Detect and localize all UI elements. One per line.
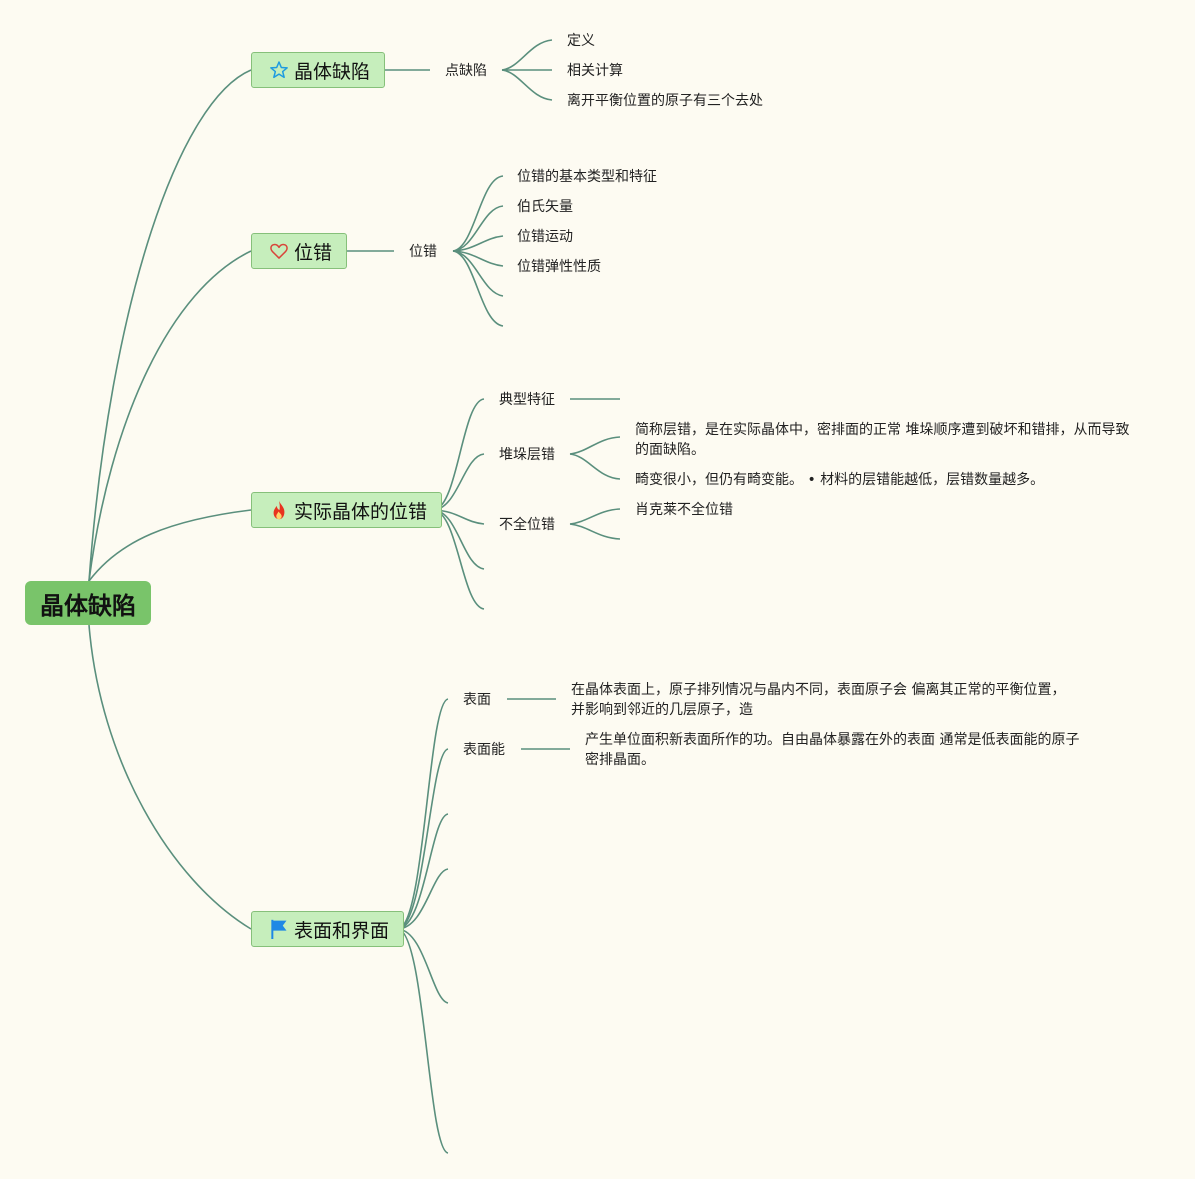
connector-sub2-empty-1 [452, 250, 504, 297]
subtopic-surface-energy[interactable]: 表面能 [463, 742, 505, 758]
connector-topic4-empty-3 [397, 928, 449, 1004]
connector-stacking-child-1 [569, 436, 621, 455]
subtopic-typical-features[interactable]: 典型特征 [499, 392, 555, 408]
connector-partial-child-1 [569, 508, 621, 525]
subtopic-partial-dislocation[interactable]: 不全位错 [499, 517, 555, 533]
leaf-stacking-fault-energy[interactable]: 畸变很小，但仍有畸变能。 • 材料的层错能越低，层错数量越多。 [635, 472, 1045, 488]
connector-stacking-child-2 [569, 453, 621, 480]
subtopic-surface[interactable]: 表面 [463, 692, 491, 708]
connector-sub1-child-1 [501, 39, 553, 71]
connector-topic4-empty-2 [397, 868, 449, 930]
connector-sub1-child-3 [501, 69, 553, 101]
topic-real-crystal-dislocation[interactable]: 实际晶体的位错 [251, 492, 443, 528]
flag-icon [268, 918, 290, 940]
connector-root-topic-3 [88, 509, 252, 582]
topic-surface-interface[interactable]: 表面和界面 [251, 911, 405, 947]
topic-crystal-defects[interactable]: 晶体缺陷 [251, 52, 386, 88]
connector-partial-empty [569, 523, 621, 540]
star-icon [268, 59, 290, 81]
topic-dislocation[interactable]: 位错 [251, 233, 348, 269]
connector-sub2-child-3 [452, 235, 504, 252]
topic-label: 表面和界面 [294, 919, 390, 942]
subtopic-stacking-fault[interactable]: 堆垛层错 [499, 447, 555, 463]
leaf-atom-destinations[interactable]: 离开平衡位置的原子有三个去处 [567, 93, 763, 109]
connector-sub2-child-2 [452, 205, 504, 252]
connector-root-topic-4 [88, 624, 252, 930]
topic-label: 实际晶体的位错 [294, 500, 428, 523]
connector-sub2-empty-2 [452, 250, 504, 327]
leaf-basic-types[interactable]: 位错的基本类型和特征 [517, 169, 657, 185]
leaf-calculation[interactable]: 相关计算 [567, 63, 623, 79]
connector-topic4-empty-1 [397, 813, 449, 930]
leaf-surface-energy-description[interactable]: 产生单位面积新表面所作的功。自由晶体暴露在外的表面 通常是低表面能的原子密排晶面… [585, 732, 1080, 768]
leaf-definition[interactable]: 定义 [567, 33, 595, 49]
topic-label: 晶体缺陷 [294, 60, 371, 83]
leaf-burgers-vector[interactable]: 伯氏矢量 [517, 199, 573, 215]
leaf-surface-description[interactable]: 在晶体表面上，原子排列情况与晶内不同，表面原子会 偏离其正常的平衡位置，并影响到… [571, 682, 1066, 718]
subtopic-dislocation[interactable]: 位错 [409, 244, 437, 260]
leaf-stacking-fault-definition[interactable]: 简称层错，是在实际晶体中，密排面的正常 堆垛顺序遭到破坏和错排，从而导致的面缺陷… [635, 422, 1130, 458]
connector-sub2-child-1 [452, 175, 504, 252]
subtopic-point-defect[interactable]: 点缺陷 [445, 63, 487, 79]
leaf-dislocation-motion[interactable]: 位错运动 [517, 229, 573, 245]
connector-topic4-sub-1 [397, 698, 449, 930]
connector-root-topic-1 [88, 69, 252, 582]
heart-icon [268, 240, 290, 262]
leaf-shockley-partial[interactable]: 肖克莱不全位错 [635, 502, 733, 518]
topic-label: 位错 [294, 241, 333, 264]
fire-icon [268, 499, 290, 521]
leaf-elastic-properties[interactable]: 位错弹性性质 [517, 259, 601, 275]
root-topic[interactable]: 晶体缺陷 [25, 581, 151, 625]
connector-topic4-empty-4 [397, 928, 449, 1154]
connector-topic4-sub-2 [397, 748, 449, 930]
connector-root-topic-2 [88, 250, 252, 582]
